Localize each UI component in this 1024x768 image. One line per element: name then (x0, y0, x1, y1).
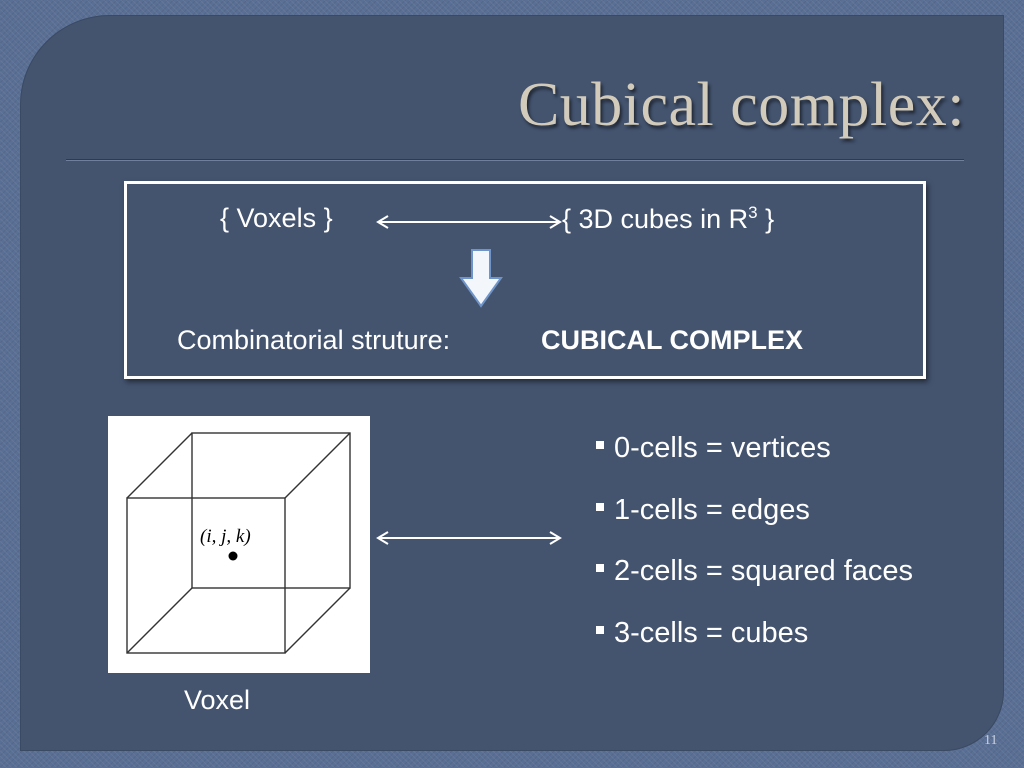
list-item: 2-cells = squared faces (596, 553, 913, 615)
double-arrow-icon (376, 531, 562, 545)
list-item-text: 3-cells = cubes (614, 616, 809, 649)
center-point (228, 551, 238, 561)
list-item: 3-cells = cubes (596, 615, 913, 677)
list-item-text: 0-cells = vertices (614, 432, 831, 464)
page-number: 11 (984, 733, 998, 748)
down-arrow-icon (459, 249, 503, 308)
list-item-text: 1-cells = edges (614, 493, 810, 526)
title-divider (66, 159, 964, 161)
bullet-square-icon (596, 441, 604, 450)
list-item-text: 2-cells = squared faces (614, 555, 914, 587)
combinatorial-label: Combinatorial struture: (177, 325, 451, 355)
double-arrow-icon (376, 215, 562, 229)
slide-title: Cubical complex: (517, 71, 965, 139)
cells-list: 0-cells = vertices 1-cells = edges 2-cel… (596, 430, 913, 676)
bullet-square-icon (596, 564, 604, 573)
cubes-set-close: } (757, 204, 775, 234)
cubical-complex-label: CUBICAL COMPLEX (541, 325, 804, 355)
list-item: 1-cells = edges (596, 492, 913, 554)
cube-wireframe: (i, j, k) (126, 432, 351, 654)
cubes-set-label: { 3D cubes in R (562, 204, 749, 234)
voxel-coordinate-label: (i, j, k) (200, 526, 251, 547)
definition-box (124, 181, 926, 379)
bullet-square-icon (596, 502, 604, 511)
cubes-set-text: { 3D cubes in R3 } (562, 203, 774, 235)
voxels-set-text: { Voxels } (220, 203, 333, 233)
voxel-caption: Voxel (184, 685, 251, 715)
voxel-cube-figure: (i, j, k) (108, 416, 370, 673)
bullet-square-icon (596, 625, 604, 634)
cubes-set-exponent: 3 (748, 203, 758, 222)
list-item: 0-cells = vertices (596, 430, 913, 492)
